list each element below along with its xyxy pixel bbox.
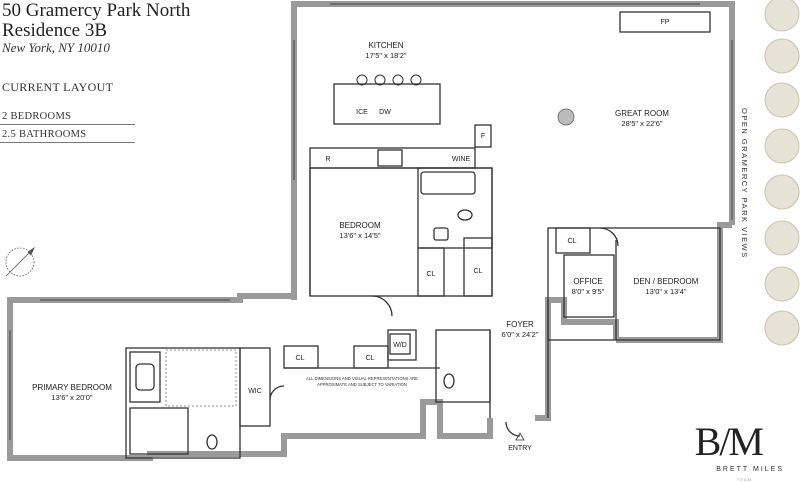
- walk-in-closet-tag: WIC: [248, 388, 262, 395]
- residence-number: Residence 3B: [2, 20, 108, 41]
- entry-arrow-icon: [515, 432, 525, 441]
- tree-icon: [764, 128, 800, 164]
- foyer-dims: 6'0" x 24'2": [502, 330, 539, 339]
- divider: [0, 124, 135, 125]
- office-dims: 8'0" x 9'5": [572, 287, 605, 296]
- tree-icon: [764, 266, 800, 302]
- tree-icon: [764, 82, 800, 118]
- brand-subname: TEAM: [736, 477, 752, 482]
- closet-tag: CL: [474, 268, 483, 275]
- office-label: OFFICE: [573, 277, 602, 286]
- views-label: OPEN GRAMERCY PARK VIEWS: [740, 108, 749, 259]
- tree-icon: [764, 310, 800, 346]
- closet-tag: CL: [366, 355, 375, 362]
- tree-icon: [764, 220, 800, 256]
- interior-walls: [125, 11, 721, 459]
- wine-tag: WINE: [452, 156, 471, 163]
- fireplace-tag: FP: [661, 19, 670, 26]
- foyer-label: FOYER: [506, 320, 534, 329]
- fridge-tag: F: [481, 133, 485, 140]
- kitchen-label: KITCHEN: [368, 41, 403, 50]
- den-dims: 13'0" x 13'4": [645, 287, 686, 296]
- layout-label: CURRENT LAYOUT: [2, 80, 114, 94]
- great-room-label: GREAT ROOM: [615, 109, 669, 118]
- listing-location: New York, NY 10010: [2, 40, 110, 55]
- closet-tag: CL: [296, 355, 305, 362]
- column: [557, 108, 575, 126]
- kitchen-dims: 17'5" x 18'2": [365, 51, 406, 60]
- ice-tag: ICE: [356, 109, 368, 116]
- stools: [356, 74, 422, 86]
- primary-bedroom-dims: 13'6" x 20'0": [51, 393, 92, 402]
- bedroom-count: 2 BEDROOMS: [2, 111, 72, 122]
- brand-name: BRETT MILES: [716, 466, 784, 473]
- den-label: DEN / BEDROOM: [634, 277, 699, 286]
- divider: [0, 142, 135, 143]
- tree-icon: [764, 38, 800, 74]
- dishwasher-tag: DW: [379, 109, 391, 116]
- compass-icon: [5, 246, 35, 277]
- trees: [764, 0, 800, 346]
- tree-icon: [764, 174, 800, 210]
- disclaimer-line: APPROXIMATE AND SUBJECT TO VARIATION: [317, 382, 407, 387]
- bathroom-count: 2.5 BATHROOMS: [2, 129, 87, 140]
- bedroom-dims: 13'6" x 14'5": [339, 231, 380, 240]
- window-marks: [9, 3, 733, 440]
- brand-logo: B/M: [694, 419, 764, 464]
- washer-dryer-tag: W/D: [393, 342, 407, 349]
- tree-icon: [764, 0, 800, 32]
- primary-bedroom-label: PRIMARY BEDROOM: [32, 383, 112, 392]
- range-tag: R: [325, 156, 330, 163]
- closet-tag: CL: [427, 271, 436, 278]
- closet-tag: CL: [568, 238, 577, 245]
- bedroom-label: BEDROOM: [339, 221, 381, 230]
- great-room-dims: 28'5" x 22'6": [621, 119, 662, 128]
- listing-address: 50 Gramercy Park North: [2, 0, 191, 21]
- disclaimer-line: ALL DIMENSIONS AND VISUAL REPRESENTATION…: [306, 376, 418, 381]
- entry-tag: ENTRY: [508, 445, 532, 452]
